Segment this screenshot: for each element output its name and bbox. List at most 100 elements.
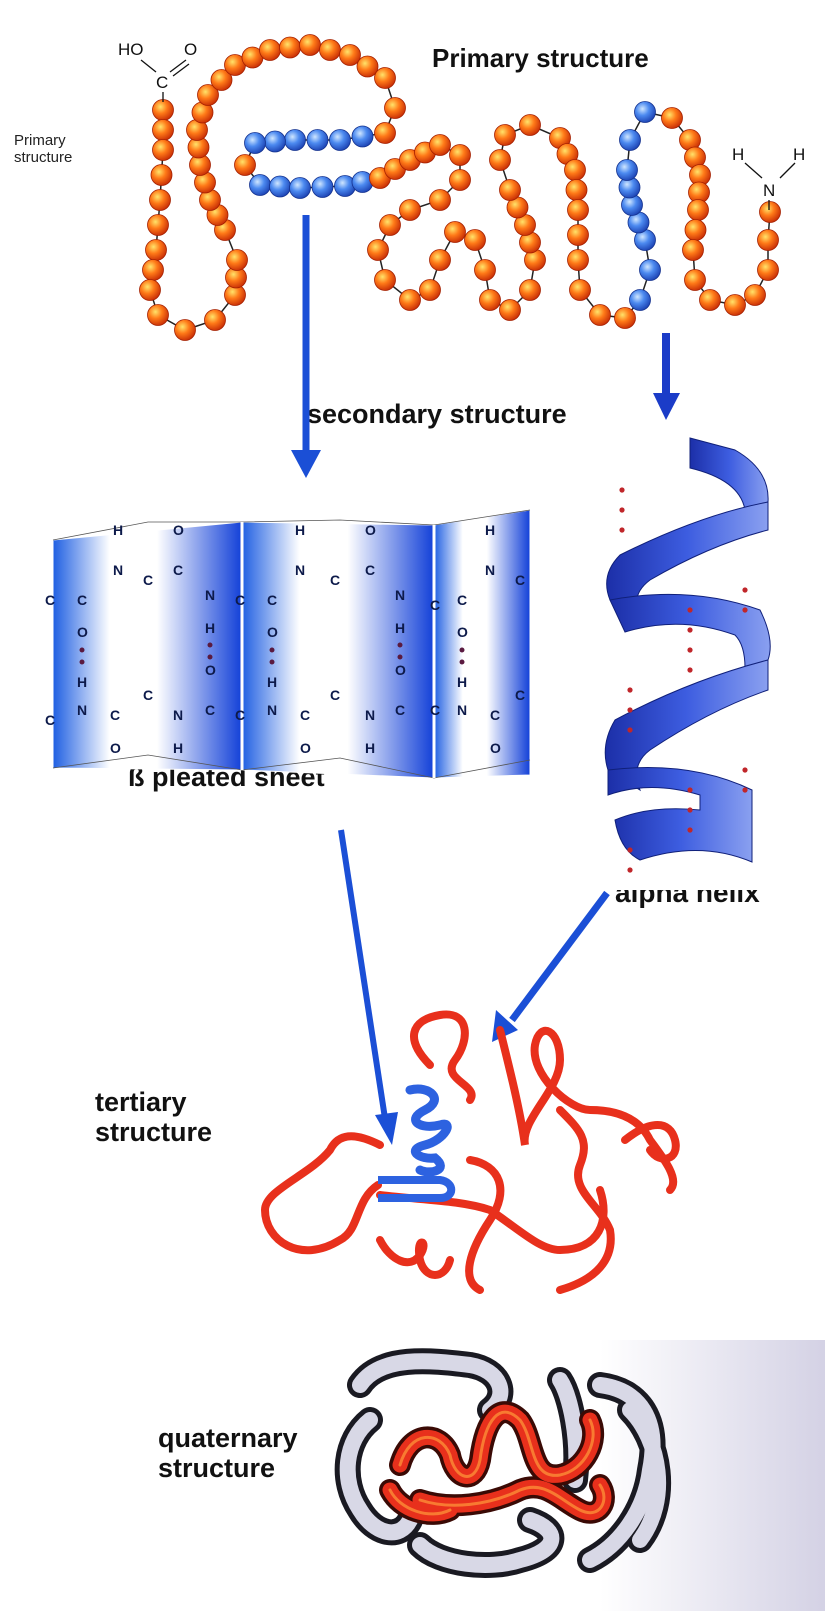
atom-glyph: O — [457, 624, 468, 640]
amino-acid-residue — [374, 122, 396, 144]
quaternary-subunit-outline — [547, 1367, 590, 1493]
atom-glyph: H — [365, 740, 375, 756]
atom-glyph: N — [485, 562, 495, 578]
atom-glyph: C — [330, 572, 340, 588]
amino-acid-residue — [329, 129, 351, 151]
atom-glyph: N — [113, 562, 123, 578]
amino-acid-residue — [384, 97, 406, 119]
hydrogen-bond-dot — [619, 487, 625, 493]
atom-glyph: H — [395, 620, 405, 636]
amino-acid-residue — [299, 34, 321, 56]
amino-acid-residue — [197, 84, 219, 106]
atom-glyph: H — [295, 522, 305, 538]
hydrogen-bond-dot — [627, 727, 633, 733]
quaternary-subunit-outline — [409, 1474, 615, 1524]
quaternary-structure — [334, 1340, 825, 1611]
amino-h2: H — [793, 145, 805, 164]
amino-acid-residue — [639, 259, 661, 281]
amino-acid-residue — [311, 176, 334, 198]
atom-glyph: N — [457, 702, 467, 718]
amino-acid-residue — [661, 107, 683, 129]
amino-acid-residue — [519, 231, 541, 254]
amino-acid-residue — [684, 269, 706, 291]
atom-glyph: H — [77, 674, 87, 690]
amino-acid-residue — [319, 39, 341, 61]
amino-acid-residue — [519, 279, 541, 301]
helix-ribbon-band — [604, 659, 769, 792]
helix-ribbon-band — [607, 767, 753, 863]
atom-glyph: O — [365, 522, 376, 538]
hydrogen-bond-dot — [627, 687, 633, 693]
side-label-primary-structure: Primary structure — [14, 132, 73, 166]
amino-acid-residue — [199, 189, 221, 211]
amino-acid-residue — [757, 259, 779, 281]
amino-acid-residue — [618, 176, 641, 199]
label-quaternary-line2: structure — [158, 1453, 276, 1484]
amino-n: N — [763, 181, 775, 200]
arrow-down-icon — [291, 450, 321, 478]
amino-group: H H N — [732, 145, 805, 210]
atom-glyph: C — [235, 592, 245, 608]
atom-glyph: C — [110, 707, 120, 723]
arrow-beta-to-tertiary — [338, 829, 389, 1126]
amino-acid-residue — [384, 158, 406, 180]
atom-glyph: C — [77, 592, 87, 608]
amino-acid-residue — [684, 146, 706, 169]
amino-acid-residue — [419, 279, 441, 301]
tertiary-ribbon-segment — [465, 1156, 505, 1294]
amino-acid-residue — [174, 319, 196, 341]
quaternary-subunit-grey — [552, 1372, 585, 1488]
hydrogen-bond-dot — [742, 607, 748, 613]
amino-acid-residue — [549, 127, 571, 149]
amino-acid-residue — [334, 175, 356, 197]
amino-acid-residue — [147, 304, 169, 326]
atom-glyph: C — [365, 562, 375, 578]
amino-acid-residue — [187, 136, 210, 159]
title-primary-structure: Primary structure — [432, 43, 649, 73]
amino-acid-residue — [629, 289, 651, 311]
carboxyl-c: C — [156, 73, 168, 92]
arrow-down-icon — [653, 393, 680, 420]
label-secondary-structure: secondary structure — [307, 399, 567, 429]
amino-acid-residue — [506, 196, 529, 219]
label-tertiary-structure: tertiary structure — [95, 1087, 212, 1147]
amino-acid-residue — [689, 164, 711, 186]
amino-acid-residue — [614, 307, 636, 329]
amino-acid-residue — [621, 194, 643, 216]
quaternary-subunit-red — [392, 1404, 601, 1484]
helix-ribbon-band — [689, 437, 769, 511]
amino-acid-residue — [679, 129, 701, 151]
atom-glyph: O — [205, 662, 216, 678]
atom-glyph: C — [300, 707, 310, 723]
amino-acid-residue — [234, 154, 256, 176]
atom-glyph: N — [77, 702, 87, 718]
amino-acid-residue — [399, 149, 421, 171]
atom-glyph: O — [300, 740, 311, 756]
hydrogen-bond-dot — [627, 707, 633, 713]
quaternary-subunit-outline — [334, 1407, 423, 1546]
hydrogen-bond-dot — [627, 867, 633, 873]
carboxyl-ho: HO — [118, 40, 144, 59]
amino-acid-residue — [369, 167, 391, 189]
tertiary-helix-segment — [405, 1084, 452, 1177]
amino-acid-residue — [147, 214, 169, 236]
carboxyl-group: HO O C — [118, 40, 197, 102]
amino-acid-residue — [514, 214, 536, 236]
amino-acid-residue — [149, 189, 171, 211]
hydrogen-bond-dot — [619, 507, 625, 513]
amino-acid-residue — [150, 164, 173, 186]
atom-glyph: C — [267, 592, 277, 608]
amino-acid-residue — [142, 259, 164, 281]
amino-acid-residue — [249, 174, 271, 196]
amino-acid-residue — [429, 189, 451, 211]
amino-acid-residue — [687, 199, 709, 221]
atom-glyph: H — [457, 674, 467, 690]
amino-acid-residue — [244, 132, 266, 154]
atom-glyph: C — [45, 712, 55, 728]
atom-glyph: C — [395, 702, 405, 718]
amino-acid-residue — [399, 289, 421, 311]
atom-glyph: O — [77, 624, 88, 640]
amino-acid-residue — [684, 219, 707, 241]
atom-glyph: C — [143, 687, 153, 703]
